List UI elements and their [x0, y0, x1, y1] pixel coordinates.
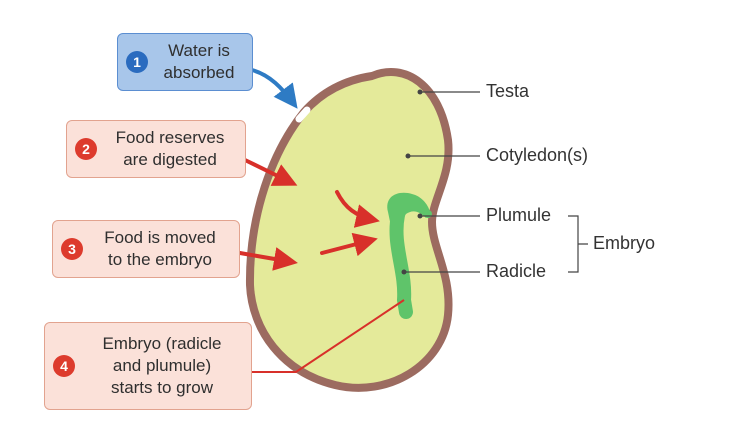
label-cotyledon: Cotyledon(s): [486, 145, 589, 165]
step-4-box: 4 Embryo (radicle and plumule) starts to…: [44, 322, 252, 410]
radicle-dot: [401, 269, 407, 275]
step-2-text: Food reserves are digested: [105, 127, 235, 171]
step-1-box: 1 Water is absorbed: [117, 33, 253, 91]
step-1-text: Water is absorbed: [156, 40, 242, 84]
label-embryo: Embryo: [593, 233, 656, 253]
step-3-badge: 3: [61, 238, 83, 260]
transport-arrow-2: [320, 232, 378, 257]
step-2-line-1: Food reserves: [115, 128, 225, 147]
step-3-line-1: Food is moved: [104, 228, 216, 247]
testa-dot: [417, 89, 423, 95]
step-1-line-2: absorbed: [163, 63, 235, 82]
step-4-line-1: Embryo (radicle: [102, 334, 222, 353]
digestion-arrow-2: [335, 190, 380, 228]
water-arrow: [250, 68, 298, 109]
step-2-badge: 2: [75, 138, 97, 160]
step-4-text: Embryo (radicle and plumule) starts to g…: [83, 333, 241, 399]
label-radicle: Radicle: [486, 261, 547, 281]
step-4-line-2: and plumule): [112, 356, 212, 375]
transport-arrow-1: [238, 247, 298, 271]
embryo-bracket: [568, 215, 588, 273]
step-4-badge: 4: [53, 355, 75, 377]
micropyle-gap: [295, 106, 311, 123]
step-3-box: 3 Food is moved to the embryo: [52, 220, 240, 278]
step-3-line-2: to the embryo: [108, 250, 212, 269]
step-3-text: Food is moved to the embryo: [91, 227, 229, 271]
step-2-line-2: are digested: [123, 150, 217, 169]
cotyledon-dot: [405, 153, 411, 159]
embryo-plumule: [387, 192, 430, 240]
step-2-box: 2 Food reserves are digested: [66, 120, 246, 178]
plumule-tip: [424, 210, 432, 218]
seed-testa: [245, 68, 453, 392]
step-1-line-1: Water is: [168, 41, 230, 60]
label-plumule: Plumule: [486, 205, 552, 225]
step-1-badge: 1: [126, 51, 148, 73]
step-4-line-3: starts to grow: [110, 378, 214, 397]
growth-pointer: [252, 299, 405, 373]
digestion-arrow-1: [243, 158, 298, 186]
label-testa: Testa: [486, 81, 530, 101]
plumule-dot: [417, 213, 423, 219]
